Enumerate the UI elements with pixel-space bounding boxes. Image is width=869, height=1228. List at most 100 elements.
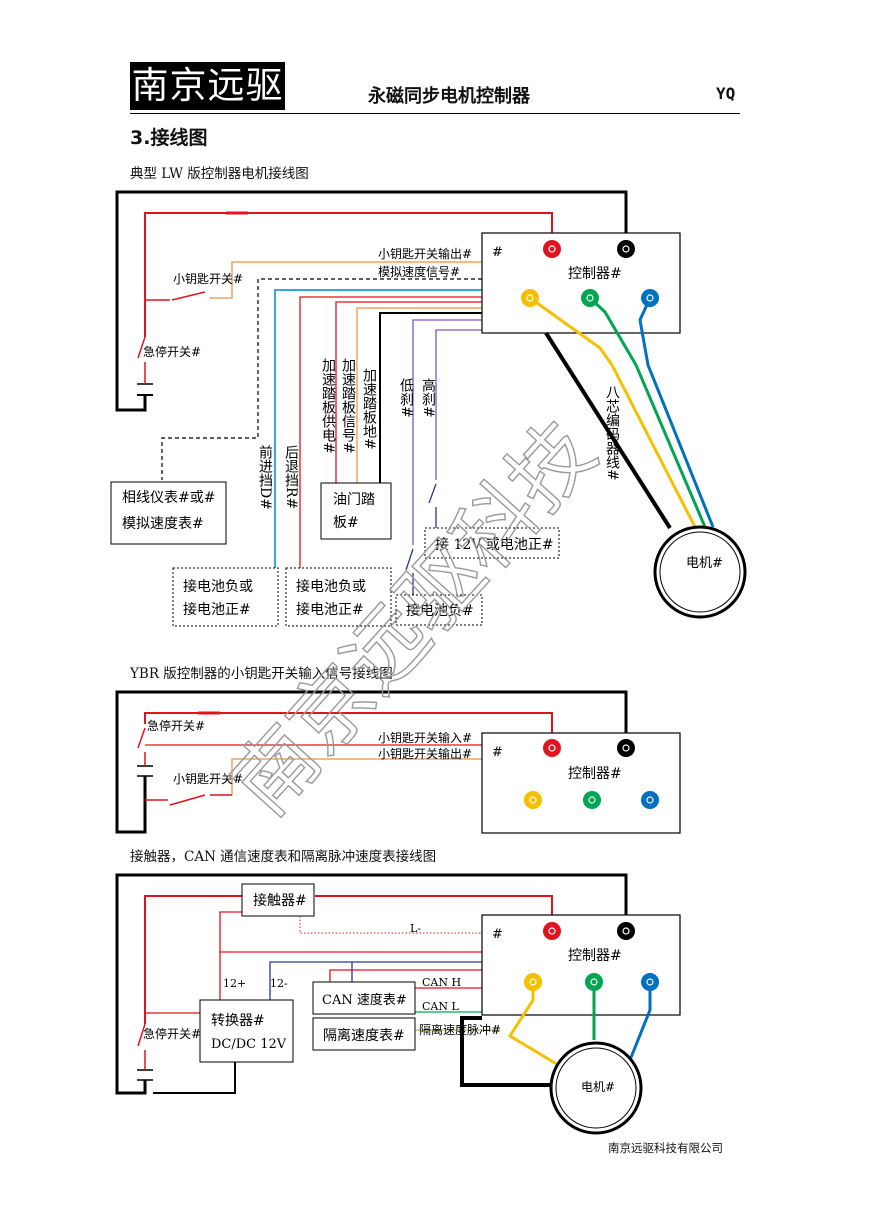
d1-batt-a-line1: 接电池负或 (183, 578, 253, 595)
d2-red-wire (144, 712, 553, 740)
d3-can-meter-label: CAN 速度表# (322, 992, 407, 1008)
d1-red-wire (144, 212, 553, 337)
d1-terminal-green (581, 289, 599, 307)
d2-estop-label: 急停开关# (147, 718, 205, 733)
d1-throttle-line1: 油门踏 (333, 492, 375, 508)
d1-pedal-ground-label: 加速踏板地# (361, 368, 377, 450)
d2-key-lever (169, 794, 206, 806)
d1-phase-meter-line1: 相线仪表#或# (122, 490, 215, 506)
d1-analog-speed-wire (161, 278, 482, 480)
d1-corner-mark: # (492, 245, 503, 260)
d1-phase-green (588, 296, 707, 528)
d1-terminal-blue (641, 289, 659, 307)
d3-contactor-feed (219, 911, 242, 1000)
d1-motor-label: 电机# (686, 556, 723, 571)
d3-can-l-label: CAN L (422, 1000, 459, 1013)
d1-key-lever (171, 291, 206, 301)
d1-batt-neg-box (395, 594, 483, 626)
d1-estop-lever (137, 336, 146, 359)
d3-converter-box (199, 999, 294, 1063)
company-logo: 南京远驱 (130, 62, 285, 110)
d1-forward-label: 前进挡D# (257, 444, 273, 510)
d3-l-minus-wire (299, 916, 482, 934)
d1-controller-label: 控制器# (568, 266, 622, 282)
d3-controller-box (481, 914, 681, 1016)
d1-phase-yellow (529, 296, 697, 528)
d2-estop-lever (137, 727, 146, 749)
d3-motor-label: 电机# (581, 1080, 615, 1094)
d1-throttle-line2: 板# (333, 515, 359, 531)
d1-phase-blue (638, 297, 715, 528)
d1-batt-a-line2: 接电池正# (183, 601, 251, 618)
diagram1: # 控制器# 小钥匙开关输出# 模拟速度信号# 小钥匙开关# 急停开关# 加速踏… (110, 190, 747, 627)
d3-12plus-label: 12+ (223, 977, 246, 990)
d1-estop-label: 急停开关# (143, 344, 201, 359)
d1-phase-meter-box (110, 481, 227, 545)
d1-pedal-signal-wire (356, 307, 482, 483)
d3-isolated-meter-label: 隔离速度表# (323, 1027, 405, 1044)
d1-12v-box (424, 527, 560, 559)
d2-controller-label: 控制器# (568, 766, 622, 782)
diagram1-caption: 典型 LW 版控制器电机接线图 (130, 166, 309, 182)
d2-controller-box (481, 732, 681, 834)
d3-motor (549, 1041, 643, 1135)
d3-12minus-wire (269, 961, 482, 1000)
d1-forward-wire (274, 289, 482, 568)
d1-controller-box (481, 232, 681, 334)
d1-batt-neg-label: 接电池负# (406, 602, 474, 619)
d1-batt-box-b (285, 567, 392, 627)
d3-estop-lever (137, 1023, 146, 1047)
d1-pedal-power-label: 加速踏板供电# (320, 358, 336, 454)
d3-converter-line1: 转换器# (211, 1012, 265, 1029)
d1-motor (653, 525, 747, 619)
d1-phase-meter-line2: 模拟速度表# (122, 516, 204, 532)
d1-batt-b-line2: 接电池正# (296, 601, 364, 618)
d2-key-out-label: 小钥匙开关输出# (378, 746, 472, 761)
d3-l-minus-label: L- (410, 922, 421, 935)
d1-batt-b-line1: 接电池负或 (296, 578, 366, 595)
d3-corner-mark: # (492, 927, 503, 942)
d1-high-brake-wire (435, 329, 482, 480)
d3-red-wire (315, 895, 553, 922)
d1-low-brake-label: 低刹# (398, 378, 414, 418)
d1-key-out-wire (210, 261, 482, 299)
d1-terminal-black (617, 240, 635, 258)
d3-phase-blue (628, 982, 652, 1061)
diagram2-caption: YBR 版控制器的小钥匙开关输入信号接线图 (130, 666, 393, 682)
d1-black-loop (115, 190, 628, 412)
d1-pedal-power-wire (335, 301, 482, 483)
diagram3: 接触器# L- # 控制器# 12+ 12- CAN 速度表# CAN H CA… (115, 873, 681, 1135)
d1-encoder-cable (544, 331, 672, 530)
d3-estop-label: 急停开关# (143, 1026, 201, 1041)
d1-terminal-yellow (521, 289, 539, 307)
d3-contactor-label: 接触器# (253, 892, 307, 909)
d1-pedal-ground-wire (379, 312, 482, 483)
d3-motor-ground (460, 1016, 555, 1087)
d1-reverse-label: 后退挡R# (283, 445, 299, 509)
d3-12minus-label: 12- (270, 977, 288, 990)
d1-12v-label: 接 12V 或电池正# (435, 536, 554, 553)
d2-black-loop (115, 690, 628, 834)
d3-can-meter-box (312, 981, 416, 1015)
d1-key-switch-label: 小钥匙开关# (173, 272, 243, 286)
document-code: YQ (716, 84, 736, 103)
d2-key-out-wire (231, 758, 482, 795)
d1-low-brake-wire (412, 319, 482, 545)
d1-reverse-wire (299, 296, 482, 568)
d2-key-switch-label: 小钥匙开关# (173, 772, 243, 786)
d3-isolated-meter-box (312, 1017, 416, 1051)
d3-pulse-label: 隔离速度脉冲# (419, 1022, 501, 1037)
d3-can-h-label: CAN H (422, 976, 461, 989)
diagram3-caption: 接触器，CAN 通信速度表和隔离脉冲速度表接线图 (130, 849, 437, 865)
d2-key-in-label: 小钥匙开关输入# (378, 730, 472, 745)
footer-company: 南京远驱科技有限公司 (608, 1141, 723, 1155)
d1-encoder-label: 八芯编码器线# (604, 385, 620, 481)
diagram2: # 控制器# 急停开关# 小钥匙开关输入# 小钥匙开关输出# 小钥匙开关# (115, 690, 681, 834)
d1-key-out-label: 小钥匙开关输出# (378, 246, 472, 261)
d3-converter-line2: DC/DC 12V (211, 1037, 287, 1052)
d1-terminal-red (543, 240, 561, 258)
d1-low-brake-switch (405, 548, 414, 571)
document-title: 永磁同步电机控制器 (368, 86, 530, 107)
d3-contactor-box (241, 883, 315, 917)
